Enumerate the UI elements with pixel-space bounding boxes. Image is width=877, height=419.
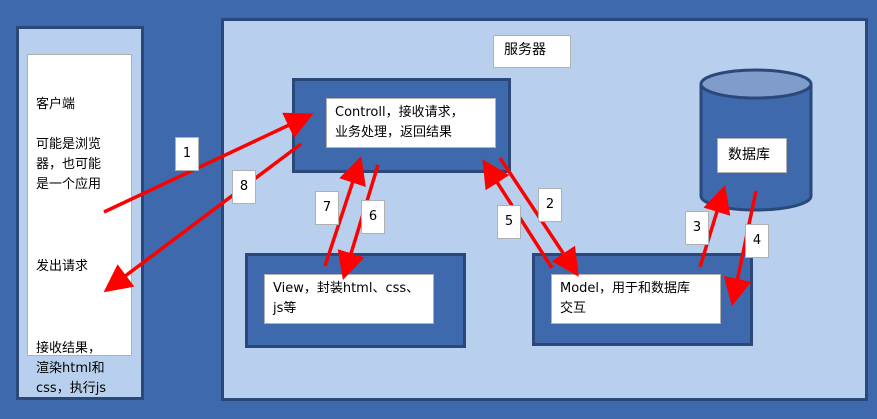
step-3: 3	[685, 211, 709, 245]
arrow-8	[103, 142, 303, 293]
server-title: 服务器	[493, 35, 571, 68]
client-desc: 可能是浏览 器，也可能 是一个应用	[36, 137, 102, 192]
step-5: 5	[497, 205, 521, 239]
arrow-1	[103, 112, 314, 214]
model-label: Model，用于和数据库 交互	[551, 274, 721, 324]
client-receive: 接收结果， 渲染html和 css，执行js	[36, 341, 107, 396]
step-8: 8	[232, 170, 256, 204]
flow-arrows	[103, 112, 758, 307]
arrow-7	[323, 156, 366, 267]
step-4: 4	[745, 224, 769, 258]
step-6: 6	[361, 200, 385, 234]
database-label: 数据库	[717, 138, 787, 173]
step-7: 7	[315, 191, 339, 225]
step-2: 2	[538, 188, 562, 222]
client-send: 发出请求	[36, 259, 89, 274]
view-label: View，封装html、css、 js等	[264, 274, 434, 324]
step-1: 1	[175, 137, 199, 171]
arrow-2	[498, 157, 579, 277]
controller-label: Controll，接收请求， 业务处理，返回结果	[326, 98, 496, 148]
client-label-box: 客户端 可能是浏览 器，也可能 是一个应用 发出请求 接收结果， 渲染html和…	[27, 54, 132, 396]
arrow-3	[698, 184, 731, 268]
client-title: 客户端	[36, 97, 76, 112]
